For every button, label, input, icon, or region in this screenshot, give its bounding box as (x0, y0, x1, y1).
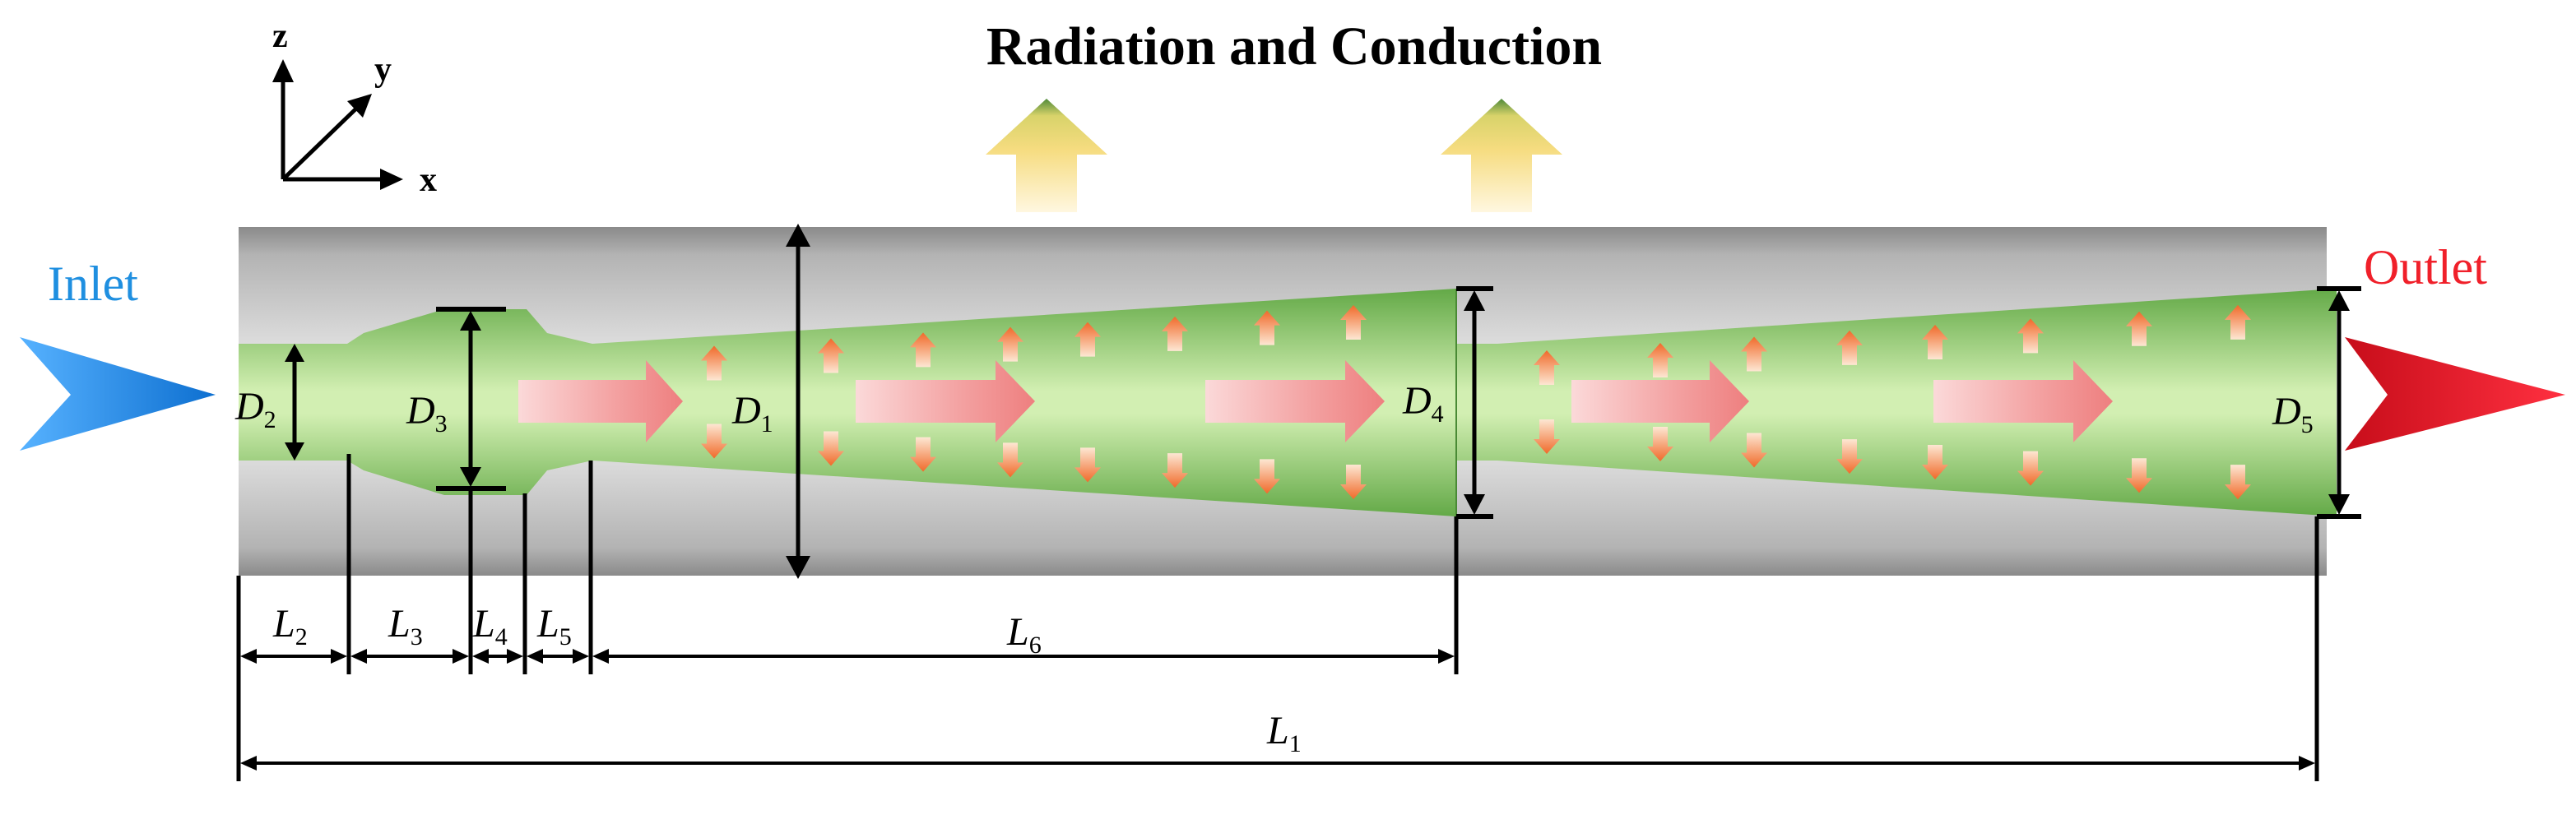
d1-arrowhead-bottom (786, 556, 810, 579)
flow-arrows (518, 360, 2113, 442)
l6-label: L6 (1006, 610, 1042, 659)
heat-arrow-down (701, 424, 727, 459)
d2-arrowhead-bottom (285, 442, 304, 461)
heat-arrow-up (1162, 316, 1188, 351)
heat-arrow-down (818, 431, 844, 466)
l4-dimension-arrow (472, 649, 523, 664)
heat-arrow-down (997, 442, 1023, 478)
d2-label: D2 (234, 385, 276, 433)
heat-arrow-down (2225, 465, 2251, 500)
heat-arrow-up (2126, 311, 2152, 346)
heat-arrow-up (2225, 304, 2251, 340)
radial-heat-arrows (701, 304, 2251, 500)
flow-arrow (1205, 360, 1385, 442)
heat-arrow-down (1074, 447, 1101, 483)
heat-arrow-up (1254, 310, 1280, 345)
flow-arrow (856, 360, 1035, 442)
diameter-labels: D1 D2 D3 D4 D5 (234, 379, 2314, 438)
y-axis-line (281, 105, 360, 181)
l5-label: L5 (536, 602, 572, 650)
z-axis-arrowhead (272, 59, 294, 82)
length-labels: L1 L2 L3 L4 L5 L6 (272, 602, 1302, 757)
heat-arrow-up (1074, 322, 1101, 357)
outlet-arrow-icon (2345, 337, 2565, 451)
x-axis-label: x (420, 161, 437, 199)
length-extension-lines (236, 454, 2319, 781)
inlet-label: Inlet (48, 257, 138, 311)
d1-arrowhead-top (786, 224, 810, 247)
heat-arrow-up (1340, 304, 1367, 340)
diameter-dimensions (285, 224, 2361, 579)
heat-arrow-up (1741, 336, 1767, 372)
flow-arrow (518, 360, 683, 442)
d2-arrowhead-top (285, 344, 304, 362)
l2-dimension-arrow (240, 649, 347, 664)
heat-arrow-up (818, 338, 844, 373)
x-axis-arrowhead (380, 169, 403, 190)
heat-arrow-down (1162, 453, 1188, 488)
heat-arrow-up (1836, 330, 1863, 365)
heat-arrow-up (701, 345, 727, 381)
d1-label: D1 (731, 389, 773, 437)
heat-arrow-down (1534, 419, 1560, 454)
heat-arrow-down (1836, 439, 1863, 474)
d3-label: D3 (406, 389, 448, 437)
heat-arrow-up (910, 332, 936, 368)
heat-arrow-down (1254, 459, 1280, 494)
inlet-arrow-icon (20, 337, 216, 451)
flow-arrow (1933, 360, 2113, 442)
d4-arrowhead-top (1464, 290, 1485, 311)
d5-arrowhead-top (2328, 290, 2350, 311)
d5-label: D5 (2272, 390, 2314, 438)
heat-arrow-down (2017, 451, 2044, 486)
heat-arrow-down (1741, 433, 1767, 468)
l1-label: L1 (1266, 709, 1302, 757)
y-axis-arrowhead (347, 94, 372, 118)
outlet-label: Outlet (2364, 240, 2487, 294)
radiation-arrow-left (986, 99, 1107, 212)
heat-arrow-down (1922, 444, 1948, 479)
l2-label: L2 (272, 602, 308, 650)
d3-arrowhead-bottom (460, 467, 481, 487)
length-dimensions (240, 649, 2315, 771)
heat-arrow-up (997, 326, 1023, 362)
z-axis-label: z (272, 17, 288, 55)
d4-label: D4 (1402, 379, 1444, 428)
heat-arrow-up (1922, 325, 1948, 360)
radiation-arrow-right (1441, 99, 1562, 212)
d3-arrowhead-top (460, 311, 481, 331)
heat-arrow-down (2126, 458, 2152, 493)
heat-arrow-up (1534, 350, 1560, 386)
heat-arrow-down (1647, 427, 1673, 462)
heat-arrow-up (2017, 318, 2044, 354)
l4-label: L4 (472, 602, 508, 650)
d5-arrowhead-bottom (2328, 494, 2350, 515)
flow-arrow (1571, 360, 1749, 442)
heat-arrow-down (910, 437, 936, 472)
l5-dimension-arrow (527, 649, 589, 664)
l1-dimension-arrow (240, 756, 2315, 771)
diagram-title: Radiation and Conduction (986, 16, 1602, 76)
heat-arrow-up (1647, 342, 1673, 377)
y-axis-label: y (374, 51, 392, 89)
heat-arrow-down (1340, 465, 1367, 500)
d4-arrowhead-bottom (1464, 494, 1485, 515)
l3-label: L3 (388, 602, 423, 650)
l6-dimension-arrow (592, 649, 1455, 664)
l3-dimension-arrow (350, 649, 469, 664)
coordinate-axes: z y x (272, 17, 437, 199)
